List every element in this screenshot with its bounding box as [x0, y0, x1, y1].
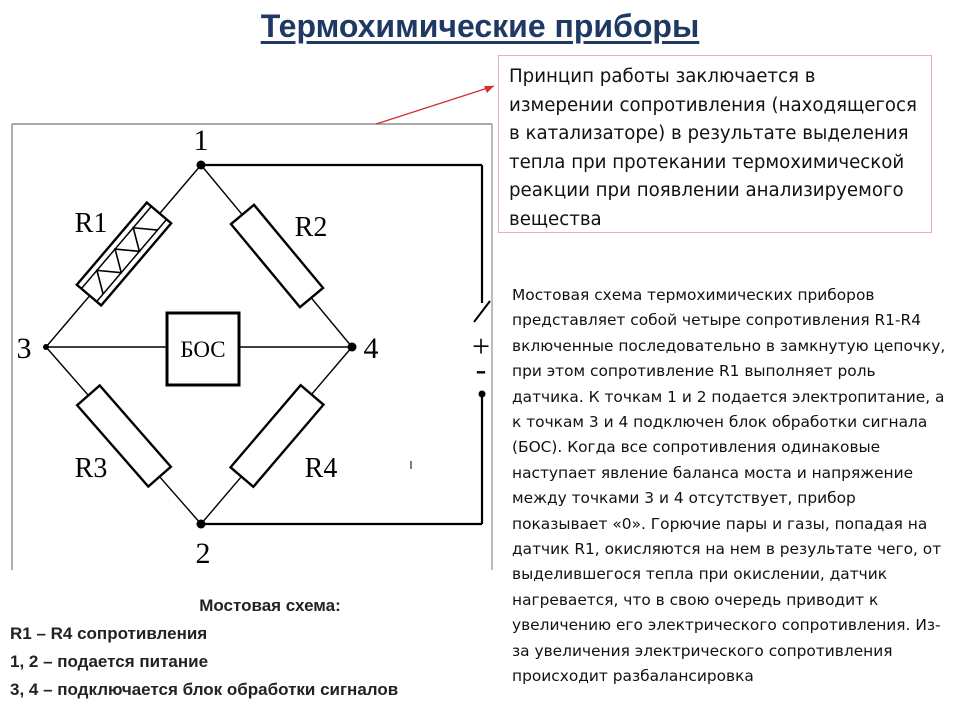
- supply-switch: [473, 300, 491, 323]
- bos-block: [165, 311, 241, 387]
- legend-line-resistors: R1 – R4 сопротивления: [10, 624, 208, 643]
- terminal-dot-minus: [478, 390, 486, 398]
- node-2-label: 2: [196, 537, 211, 570]
- node-1-dot: [196, 160, 206, 170]
- description-text: Мостовая схема термохимических приборов …: [512, 286, 946, 686]
- r2-label: R2: [295, 212, 328, 243]
- r1-label: R1: [75, 208, 108, 239]
- callout-arrowhead: [484, 86, 494, 93]
- legend: Мостовая схема: R1 – R4 сопротивления 1,…: [10, 592, 490, 704]
- bos-label: БОС: [180, 337, 225, 362]
- legend-caption: Мостовая схема:: [199, 596, 341, 615]
- node-1-label: 1: [194, 124, 209, 157]
- node-2-dot: [196, 519, 206, 529]
- resistor-r2: [229, 203, 325, 309]
- node-4-label: 4: [364, 332, 379, 365]
- legend-line-power: 1, 2 – подается питание: [10, 652, 209, 671]
- resistor-r3: [75, 383, 173, 489]
- node-3-dot: [43, 344, 49, 350]
- r3-label: R3: [75, 453, 108, 484]
- node-3-label: 3: [17, 332, 32, 365]
- resistor-r1: [75, 200, 173, 308]
- node-4-dot: [347, 342, 357, 352]
- minus-sign: -: [476, 351, 487, 387]
- plus-sign: +: [472, 328, 490, 364]
- page-title: Термохимические приборы: [260, 8, 700, 44]
- callout-arrow: [375, 85, 495, 125]
- principle-callout-box: Принцип работы заключается в измерении с…: [498, 55, 932, 233]
- legend-line-bos: 3, 4 – подключается блок обработки сигна…: [10, 680, 399, 699]
- r4-label: R4: [305, 453, 338, 484]
- resistor-r4: [228, 383, 326, 489]
